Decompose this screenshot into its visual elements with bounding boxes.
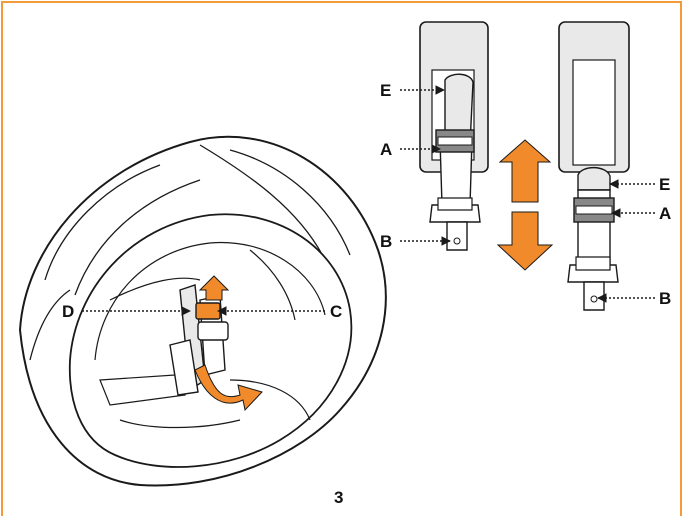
label-e-left: E [380, 81, 391, 100]
callout-e-left: E [380, 81, 445, 100]
callout-e-right: E [609, 175, 670, 194]
callout-b-left: B [380, 232, 451, 251]
helmet-illustration [18, 135, 387, 487]
label-b-right: B [659, 289, 671, 308]
callout-b-right: B [597, 289, 671, 308]
callout-a-left: A [380, 140, 441, 159]
callout-d: D [62, 302, 191, 321]
strap-detail-after [558, 21, 630, 311]
label-d: D [62, 302, 74, 321]
callout-c: C [217, 302, 342, 321]
label-a-right: A [659, 204, 671, 223]
page-number: 3 [334, 488, 343, 507]
label-c: C [330, 302, 342, 321]
adjustment-arrow [496, 139, 554, 271]
label-e-right: E [659, 175, 670, 194]
label-a-left: A [380, 140, 392, 159]
label-b-left: B [380, 232, 392, 251]
callout-a-right: A [611, 204, 671, 223]
strap-detail-before [419, 21, 489, 251]
